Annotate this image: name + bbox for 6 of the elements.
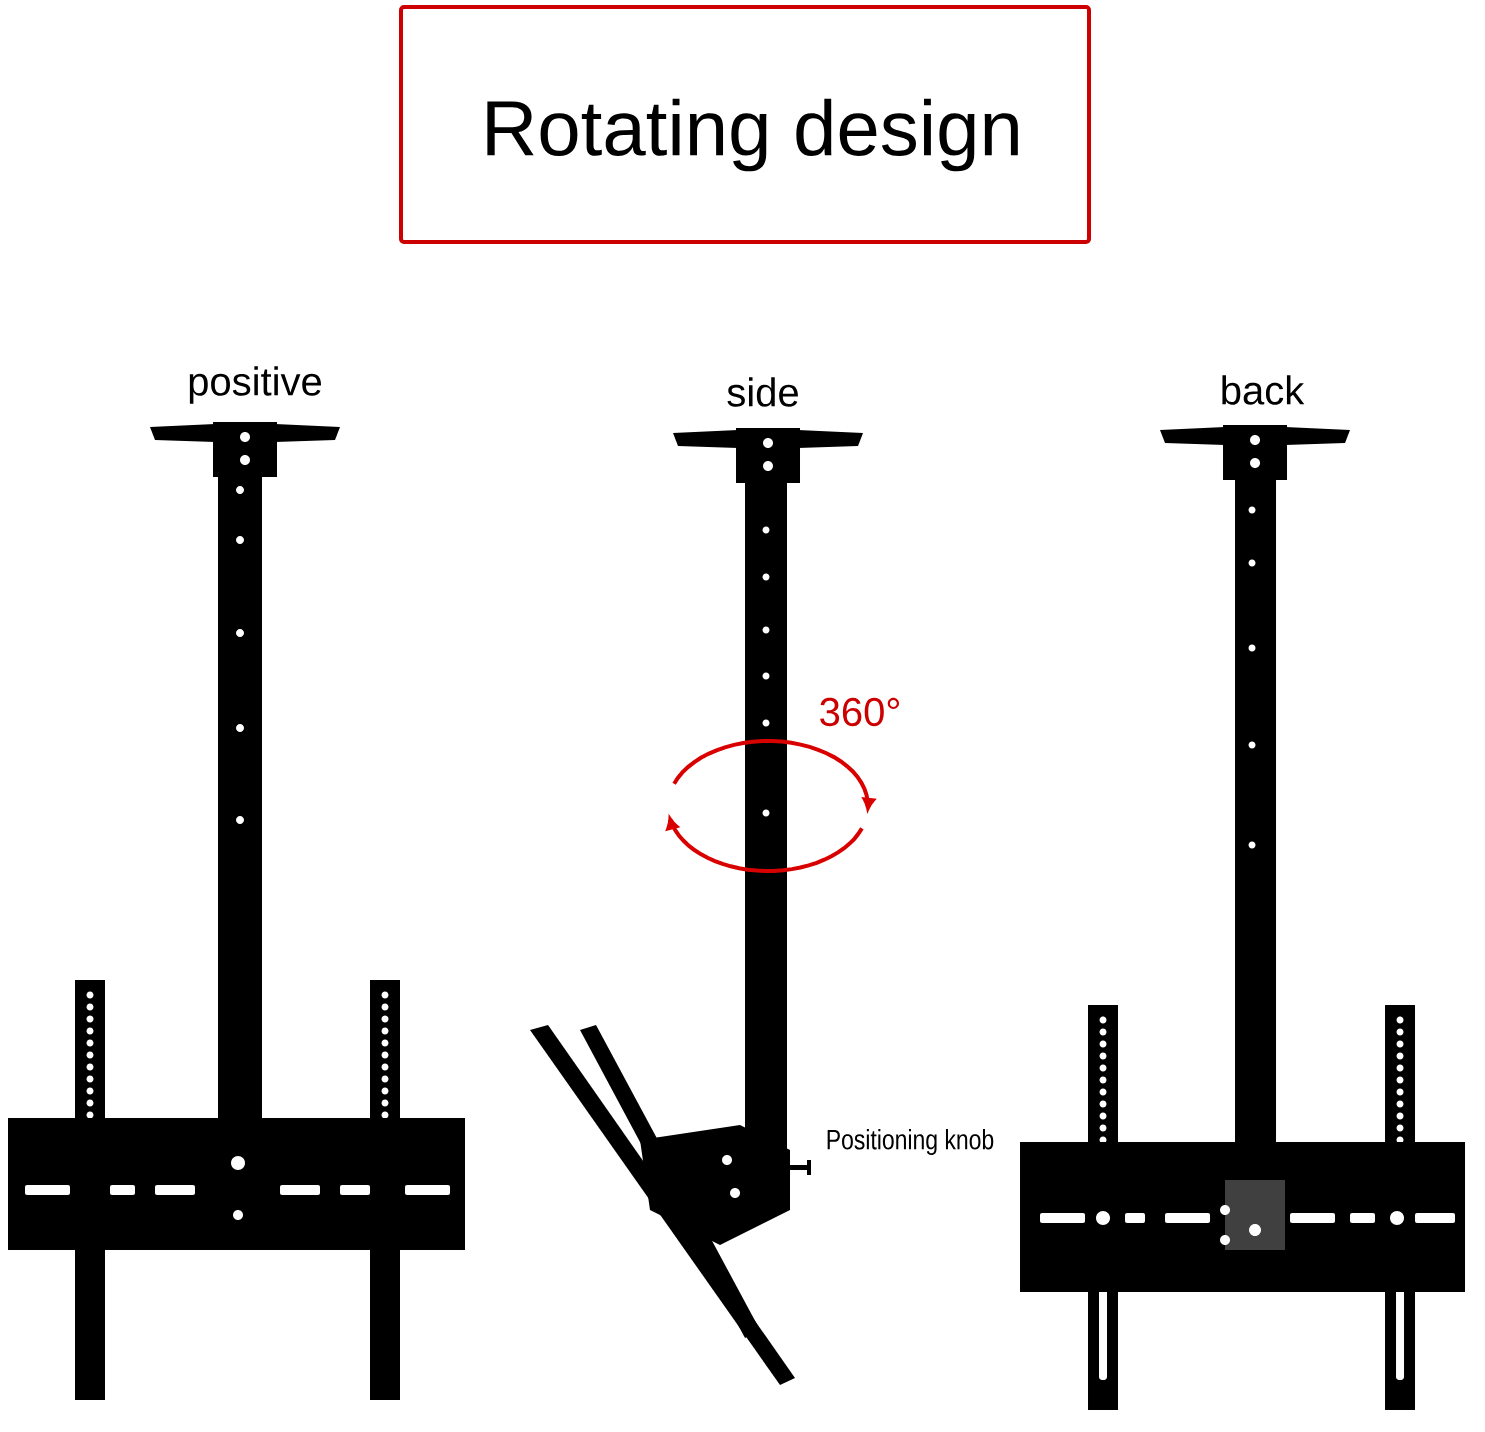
view-label: side <box>727 377 798 407</box>
view-label: Positioning knob <box>827 1128 994 1156</box>
view-label: positive <box>189 366 321 404</box>
view-label: 360° <box>820 697 899 727</box>
title-box: Rotating design <box>399 5 1091 244</box>
view-label: back <box>1222 375 1305 405</box>
